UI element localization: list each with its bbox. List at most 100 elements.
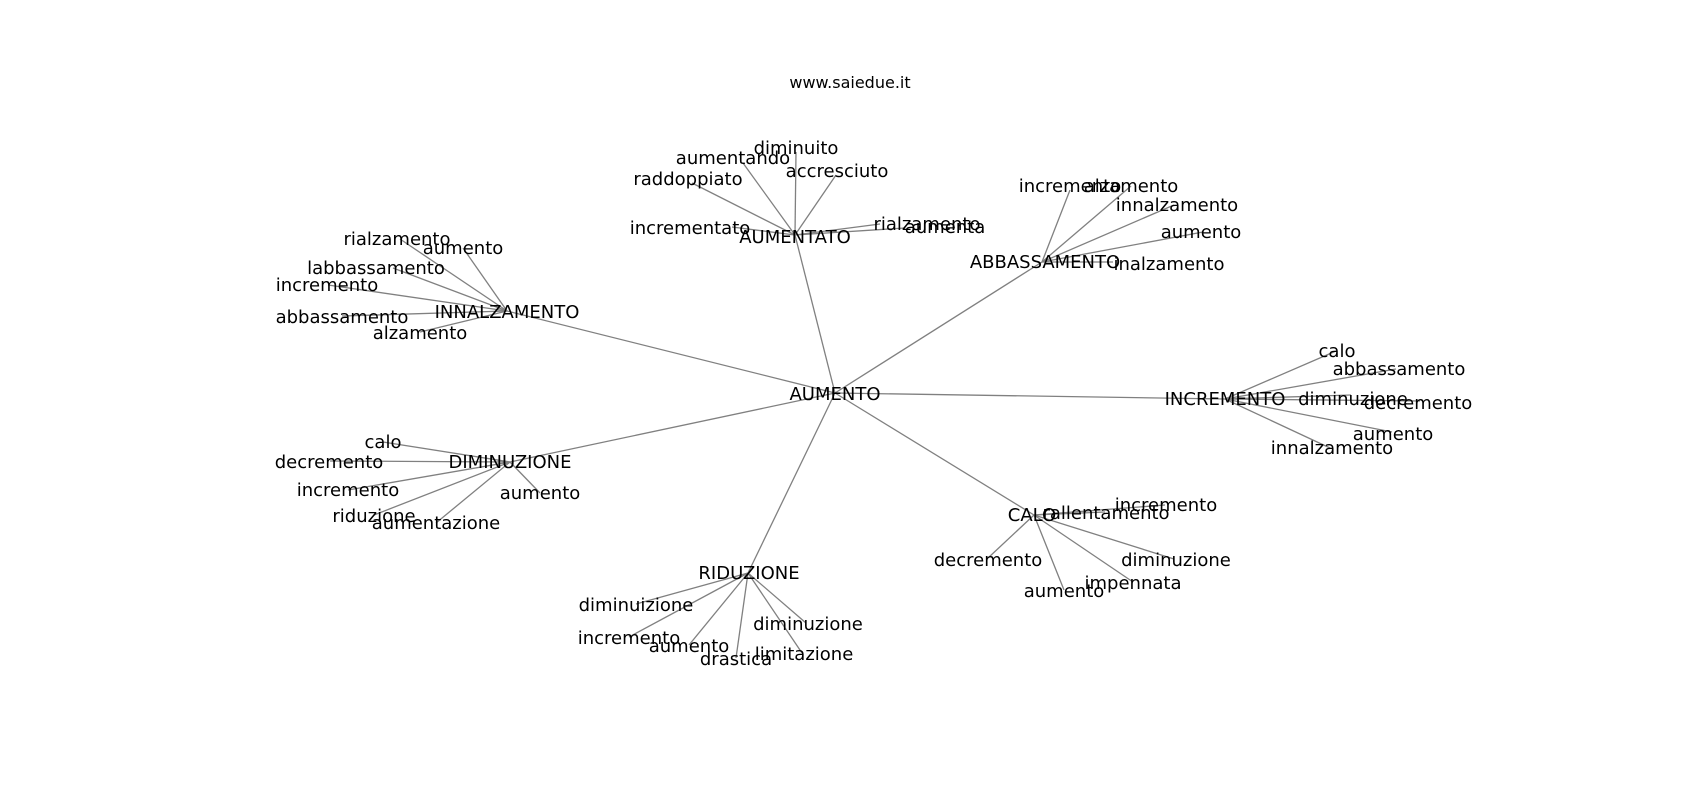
leaf-node-aumentato: raddoppiato bbox=[633, 169, 742, 190]
edge-abbassamento-leaf bbox=[1041, 231, 1204, 263]
leaf-node-riduzione: diminuizione bbox=[579, 595, 694, 616]
leaf-node-calo: aumento bbox=[1024, 581, 1105, 602]
edge-root-aumentato bbox=[794, 234, 836, 394]
leaf-node-abbassamento: inalzamento bbox=[1113, 254, 1224, 275]
leaf-node-incremento: calo bbox=[1319, 341, 1356, 362]
leaf-node-aumentato: accresciuto bbox=[786, 161, 889, 182]
leaf-node-aumentato: aumenta bbox=[905, 217, 986, 238]
edge-root-diminuzione bbox=[509, 392, 836, 463]
edge-aumentato-leaf bbox=[794, 223, 881, 236]
leaf-node-aumentato: rialzamento bbox=[874, 214, 981, 235]
leaf-node-aumentato: diminuito bbox=[754, 138, 839, 159]
edge-aumentato-leaf bbox=[731, 226, 796, 236]
edge-innalzamento-leaf bbox=[419, 310, 508, 333]
edge-diminuzione-leaf bbox=[382, 441, 511, 463]
edge-innalzamento-leaf bbox=[327, 284, 508, 312]
edge-calo-leaf bbox=[1033, 504, 1166, 516]
cluster-node-incremento: INCREMENTO bbox=[1165, 389, 1286, 410]
edge-incremento-leaf bbox=[1224, 394, 1352, 400]
leaf-node-innalzamento: alzamento bbox=[373, 323, 468, 344]
cluster-node-diminuzione: DIMINUZIONE bbox=[449, 452, 572, 473]
leaf-node-innalzamento: rialzamento bbox=[344, 229, 451, 250]
leaf-node-riduzione: limitazione bbox=[755, 644, 854, 665]
leaf-node-incremento: decremento bbox=[1364, 393, 1473, 414]
edge-diminuzione-leaf bbox=[329, 460, 511, 463]
edge-aumentato-leaf bbox=[794, 174, 837, 236]
leaf-node-diminuzione: decremento bbox=[275, 452, 384, 473]
edge-calo-leaf bbox=[1033, 514, 1134, 583]
leaf-node-calo: incremento bbox=[1115, 495, 1217, 516]
leaf-node-innalzamento: aumento bbox=[423, 238, 504, 259]
edge-aumentato-leaf bbox=[794, 227, 906, 236]
cluster-node-abbassamento: ABBASSAMENTO bbox=[970, 252, 1120, 273]
leaf-node-incremento: diminuzione bbox=[1298, 389, 1408, 410]
edge-root-innalzamento bbox=[506, 310, 836, 394]
edge-root-riduzione bbox=[747, 392, 836, 574]
edge-riduzione-leaf bbox=[628, 572, 749, 638]
edge-incremento-leaf bbox=[1224, 368, 1397, 400]
leaf-node-incremento: aumento bbox=[1353, 424, 1434, 445]
edges-layer bbox=[327, 151, 1421, 659]
edge-calo-leaf bbox=[987, 514, 1035, 559]
leaf-node-calo: decremento bbox=[934, 550, 1043, 571]
leaf-node-abbassamento: alzamento bbox=[1084, 176, 1179, 197]
edge-abbassamento-leaf bbox=[1041, 185, 1132, 263]
edge-innalzamento-leaf bbox=[392, 267, 508, 312]
edge-incremento-leaf bbox=[1224, 398, 1331, 449]
leaf-node-incremento: abbassamento bbox=[1333, 359, 1466, 380]
leaf-node-calo: impennata bbox=[1085, 573, 1182, 594]
labels-layer: www.saiedue.it diminuitoaumentandoaccres… bbox=[275, 73, 1473, 670]
leaf-node-riduzione: diminuzione bbox=[753, 614, 863, 635]
leaf-node-innalzamento: labbassamento bbox=[307, 258, 445, 279]
leaf-node-innalzamento: incremento bbox=[276, 275, 378, 296]
edge-diminuzione-leaf bbox=[347, 461, 511, 491]
leaf-node-incremento: innalzamento bbox=[1271, 438, 1393, 459]
edge-incremento-leaf bbox=[1224, 398, 1393, 433]
edge-root-incremento bbox=[834, 392, 1226, 400]
edge-root-calo bbox=[834, 392, 1035, 516]
edge-innalzamento-leaf bbox=[462, 247, 508, 312]
edge-abbassamento-leaf bbox=[1041, 204, 1175, 263]
edge-riduzione-leaf bbox=[735, 572, 749, 659]
cluster-node-calo: CALO bbox=[1008, 505, 1056, 526]
edge-diminuzione-leaf bbox=[435, 461, 511, 524]
leaf-node-aumentato: incrementato bbox=[630, 218, 751, 239]
edge-root-abbassamento bbox=[834, 261, 1043, 394]
source-label: www.saiedue.it bbox=[789, 73, 910, 92]
edge-innalzamento-leaf bbox=[341, 310, 508, 317]
edge-riduzione-leaf bbox=[635, 572, 749, 605]
edge-calo-leaf bbox=[1033, 514, 1175, 560]
leaf-node-abbassamento: incremento bbox=[1019, 176, 1121, 197]
edge-aumentato-leaf bbox=[691, 182, 796, 236]
leaf-node-aumentato: aumentando bbox=[676, 148, 790, 169]
leaf-node-riduzione: drastica bbox=[700, 649, 772, 670]
cluster-node-aumentato: AUMENTATO bbox=[739, 227, 851, 248]
edge-abbassamento-leaf bbox=[1041, 189, 1071, 263]
edge-aumentato-leaf bbox=[742, 162, 796, 236]
leaf-node-calo: rallentamento bbox=[1042, 503, 1169, 524]
leaf-node-diminuzione: incremento bbox=[297, 480, 399, 501]
edge-riduzione-leaf bbox=[688, 572, 749, 646]
edge-calo-leaf bbox=[1033, 514, 1065, 591]
edge-incremento-leaf bbox=[1224, 350, 1337, 400]
leaf-node-diminuzione: aumentazione bbox=[372, 513, 501, 534]
leaf-node-riduzione: incremento bbox=[578, 628, 680, 649]
root-node: AUMENTO bbox=[789, 384, 880, 405]
edge-riduzione-leaf bbox=[747, 572, 807, 624]
leaf-node-diminuzione: aumento bbox=[500, 483, 581, 504]
edge-incremento-leaf bbox=[1224, 398, 1421, 402]
leaf-node-abbassamento: innalzamento bbox=[1116, 195, 1238, 216]
edge-innalzamento-leaf bbox=[399, 238, 508, 312]
edge-diminuzione-leaf bbox=[373, 461, 511, 516]
leaf-node-diminuzione: calo bbox=[365, 432, 402, 453]
edge-diminuzione-leaf bbox=[509, 461, 541, 494]
leaf-node-riduzione: aumento bbox=[649, 636, 730, 657]
leaf-node-abbassamento: aumento bbox=[1161, 222, 1242, 243]
edge-aumentato-leaf bbox=[794, 151, 797, 236]
leaf-node-calo: diminuzione bbox=[1121, 550, 1231, 571]
cluster-node-innalzamento: INNALZAMENTO bbox=[435, 302, 580, 323]
cluster-node-riduzione: RIDUZIONE bbox=[698, 563, 799, 584]
edge-riduzione-leaf bbox=[747, 572, 803, 654]
leaf-node-innalzamento: abbassamento bbox=[276, 307, 409, 328]
